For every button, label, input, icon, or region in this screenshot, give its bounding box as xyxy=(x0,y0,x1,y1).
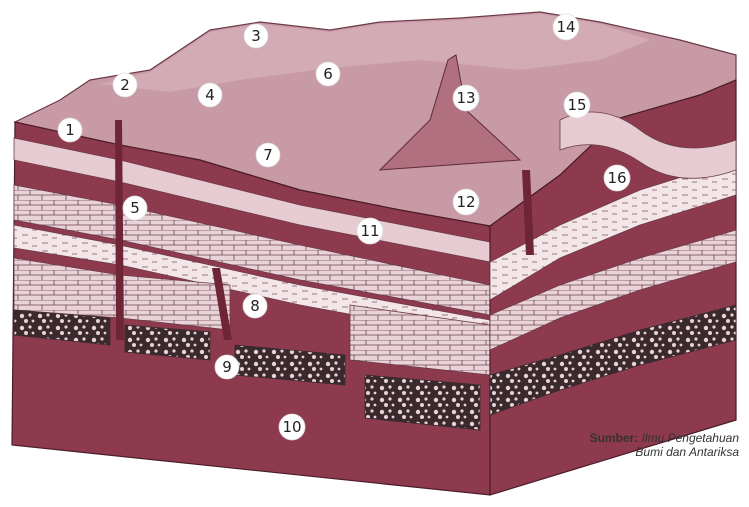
source-label: Sumber: xyxy=(590,431,639,445)
marker-10: 10 xyxy=(279,414,305,440)
marker-13: 13 xyxy=(453,85,479,111)
source-line-1: Ilmu Pengetahuan xyxy=(642,431,739,445)
marker-15: 15 xyxy=(564,92,590,118)
svg-text:1: 1 xyxy=(65,121,75,139)
svg-text:5: 5 xyxy=(130,199,140,217)
marker-8: 8 xyxy=(243,294,267,318)
svg-text:3: 3 xyxy=(251,27,261,45)
svg-text:6: 6 xyxy=(323,65,333,83)
marker-12: 12 xyxy=(453,189,479,215)
svg-text:16: 16 xyxy=(607,169,626,187)
source-line-2: Bumi dan Antariksa xyxy=(590,445,739,459)
marker-2: 2 xyxy=(113,73,137,97)
svg-text:4: 4 xyxy=(205,86,215,104)
marker-3: 3 xyxy=(244,24,268,48)
marker-16: 16 xyxy=(604,165,630,191)
svg-text:10: 10 xyxy=(282,418,301,436)
marker-4: 4 xyxy=(198,83,222,107)
svg-text:2: 2 xyxy=(120,76,130,94)
marker-14: 14 xyxy=(553,14,579,40)
marker-9: 9 xyxy=(215,355,239,379)
marker-1: 1 xyxy=(58,118,82,142)
svg-text:9: 9 xyxy=(222,358,232,376)
marker-6: 6 xyxy=(316,62,340,86)
svg-text:8: 8 xyxy=(250,297,260,315)
svg-text:12: 12 xyxy=(456,193,475,211)
svg-text:7: 7 xyxy=(263,146,273,164)
marker-11: 11 xyxy=(357,218,383,244)
source-caption: Sumber: Ilmu Pengetahuan Bumi dan Antari… xyxy=(590,431,739,459)
svg-text:15: 15 xyxy=(567,96,586,114)
marker-7: 7 xyxy=(256,143,280,167)
svg-text:13: 13 xyxy=(456,89,475,107)
svg-text:14: 14 xyxy=(556,18,575,36)
svg-text:11: 11 xyxy=(360,222,379,240)
marker-5: 5 xyxy=(123,196,147,220)
